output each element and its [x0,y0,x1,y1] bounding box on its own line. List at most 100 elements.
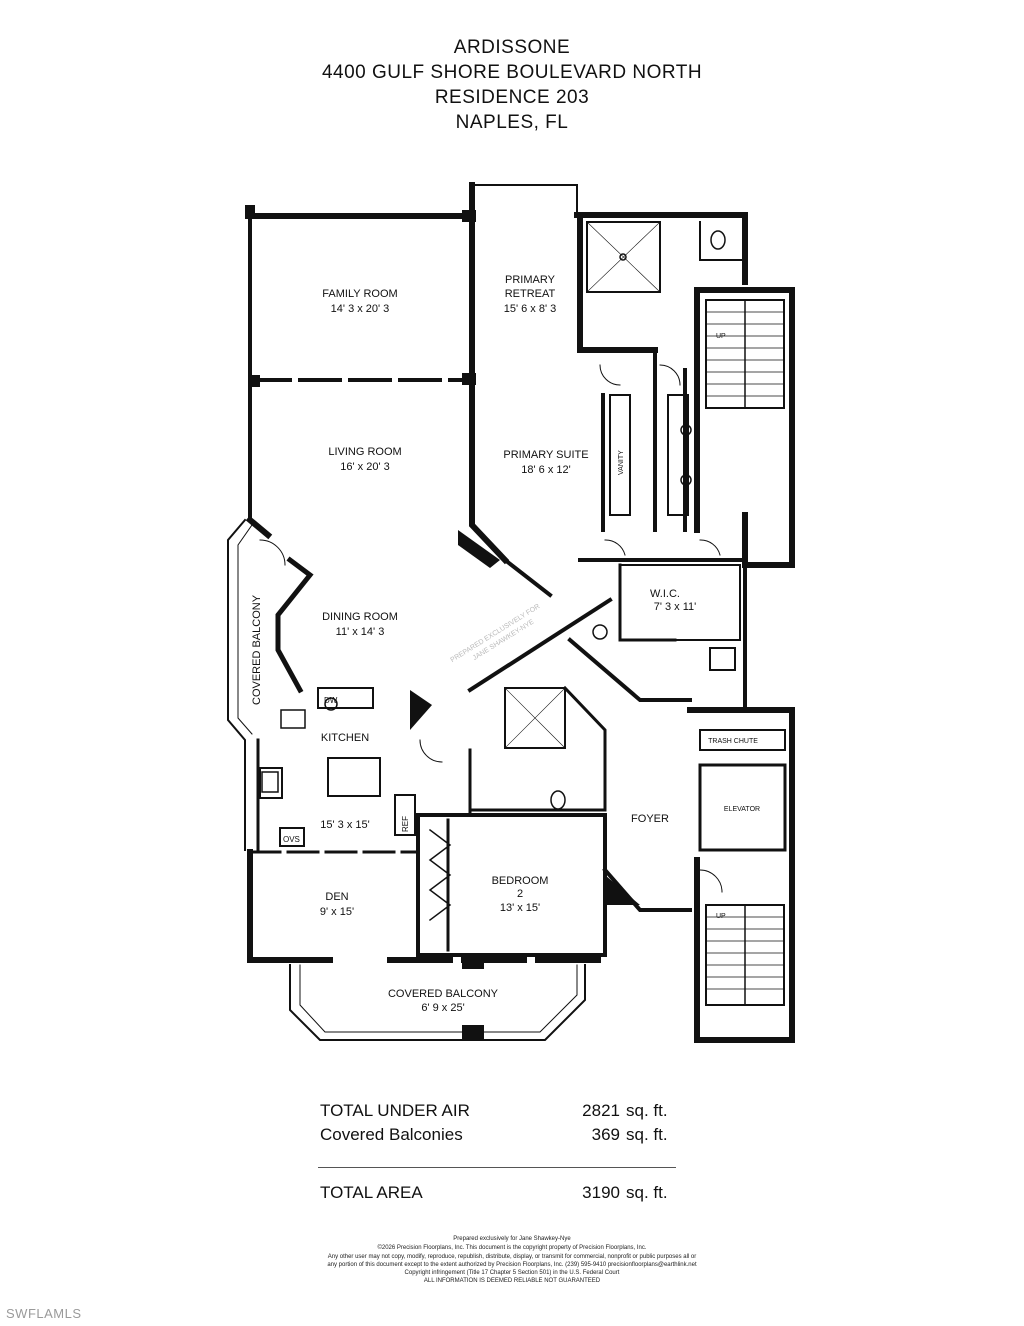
exterior-wall [245,515,273,540]
exterior-wall [469,377,510,565]
stairs-up-label: UP [716,333,726,340]
wall [602,867,692,912]
room-bedroom-name2: 2 [517,888,523,900]
room-retreat-dims: 15' 6 x 8' 3 [504,303,557,315]
room-kitchen-dims: 15' 3 x 15' [320,819,369,831]
wall [578,558,747,707]
room-retreat-name2: RETREAT [505,288,556,300]
cooktop-icon [261,771,279,793]
room-foyer-name: FOYER [631,813,669,825]
island [327,757,381,797]
window-wall [275,556,314,694]
footer-terms-3: Copyright infringement (Title 17 Chapter… [404,1270,620,1276]
door-swing [259,539,286,566]
wall [586,221,661,293]
title-city: NAPLES, FL [455,112,569,133]
mls-watermark: SWFLAMLS [6,1306,82,1321]
under-air-label: TOTAL UNDER AIR [320,1101,470,1120]
counter [259,767,283,799]
stairs-up-label: UP [716,913,726,920]
stair-wall [694,287,795,568]
total-area-unit: sq. ft. [626,1183,668,1202]
room-den-name: DEN [325,891,348,903]
counter [279,827,305,847]
balconies-unit: sq. ft. [626,1125,668,1144]
ovs-label: OVS [283,835,300,844]
exterior-wall [471,184,578,216]
door-swing [419,739,443,763]
wall [567,637,692,702]
title-building: ARDISSONE [453,37,571,58]
footer-copyright: ©2026 Precision Floorplans, Inc. This do… [377,1245,647,1251]
wall-block [605,875,640,905]
laundry [709,647,736,671]
sink-icon [680,474,692,486]
door-swing [699,539,721,556]
room-living-dims: 16' x 20' 3 [340,461,389,473]
under-air-unit: sq. ft. [626,1101,668,1120]
room-living-name: LIVING ROOM [328,446,401,458]
vanity-counter [609,394,631,516]
footer-prepared: Prepared exclusively for Jane Shawkey-Ny… [453,1236,571,1242]
title-residence: RESIDENCE 203 [434,87,590,108]
wall-block [250,375,260,387]
wall-block [462,955,484,969]
room-den-dims: 9' x 15' [320,906,354,918]
wall-block [245,205,255,219]
exterior-wall [577,212,658,353]
wall-block [462,210,476,222]
drain-icon [619,253,627,261]
wic-closet [619,564,741,641]
shower [504,687,566,749]
room-wic-dims: 7' 3 x 11' [654,601,697,613]
sink-icon [324,697,338,711]
room-suite-name: PRIMARY SUITE [503,449,588,461]
wall [687,707,795,1043]
room-kitchen-name: KITCHEN [321,732,369,744]
wall-block [462,373,476,385]
room-bedroom-dims: 13' x 15' [500,902,540,914]
plan-watermark: PREPARED EXCLUSIVELY FOR JANE SHAWKEY-NY… [450,603,542,664]
balconies-value: 369 [591,1125,620,1144]
total-area-value: 3190 [582,1183,620,1202]
bottom-balcony-name: COVERED BALCONY [388,988,499,1000]
door-swing [659,364,681,386]
toilet-icon [550,790,566,810]
ref-label: REF [401,816,410,832]
closet-door [428,828,452,922]
door-swing [699,869,723,893]
floor-plan: PREPARED EXCLUSIVELY FOR JANE SHAWKEY-NY… [227,182,795,1043]
room-retreat-name1: PRIMARY [505,274,556,286]
wall [699,221,746,261]
exterior-wall [247,849,333,963]
room-dining-name: DINING ROOM [322,611,398,623]
counter [394,794,416,836]
trash-chute [699,729,786,751]
footer-terms-2: any portion of this document except to t… [327,1262,697,1268]
counter [317,687,374,709]
vanity-counter [667,394,689,516]
balconies-label: Covered Balconies [320,1125,463,1144]
vanity-label: VANITY [618,450,625,475]
balcony-rail [299,964,578,1033]
wall [467,597,613,693]
sink-icon [280,709,306,729]
room-dining-dims: 11' x 14' 3 [336,626,385,638]
wall-block [410,690,432,730]
door-swing [604,539,626,556]
footer-terms-1: Any other user may not copy, modify, rep… [327,1254,697,1260]
wall-block [462,1025,484,1041]
door-swing [599,364,621,386]
side-balcony-label: COVERED BALCONY [251,594,263,705]
room-family-name: FAMILY ROOM [322,288,397,300]
shower [504,687,566,749]
summary-divider [318,1167,676,1168]
room-suite-dims: 18' 6 x 12' [521,464,570,476]
bottom-balcony-dims: 6' 9 x 25' [421,1002,464,1014]
room-family-dims: 14' 3 x 20' 3 [331,303,390,315]
room-bedroom-name1: BEDROOM [492,875,549,887]
water-heater-icon [592,624,608,640]
balcony-rail [227,518,247,851]
under-air-value: 2821 [582,1101,620,1120]
toilet-icon [710,230,726,250]
